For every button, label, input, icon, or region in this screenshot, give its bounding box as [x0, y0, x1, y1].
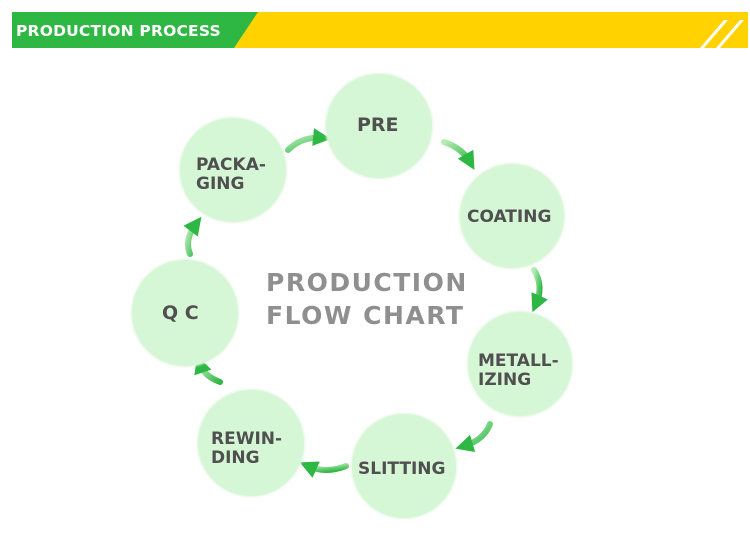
arrow-qc-to-packaging [183, 216, 202, 257]
node-metallizing-label-1: METALL- [478, 351, 559, 371]
node-packaging: PACKA- GING [180, 118, 286, 222]
section-header: PRODUCTION PROCESS [12, 12, 748, 48]
node-slitting: SLITTING [352, 414, 456, 518]
arrow-coating-to-metallizing [531, 267, 548, 313]
node-pre: PRE [326, 74, 432, 178]
flow-chart-title: PRODUCTION FLOW CHART [266, 266, 468, 332]
node-qc-label: Q C [162, 302, 199, 324]
node-rewinding: REWIN- DING [198, 390, 304, 496]
arrow-pre-to-coating [441, 139, 475, 170]
node-packaging-label-2: GING [196, 174, 245, 194]
node-rewinding-label-1: REWIN- [211, 429, 283, 449]
arrow-metallizing-to-slitting [455, 421, 493, 453]
arrow-rewinding-to-qc [194, 355, 223, 385]
node-metallizing: METALL- IZING [468, 312, 572, 416]
node-slitting-label: SLITTING [358, 459, 446, 479]
node-metallizing-label-2: IZING [478, 370, 532, 390]
node-qc: Q C [132, 260, 238, 366]
flow-chart-title-line-1: PRODUCTION [266, 268, 468, 297]
arrow-packaging-to-pre [285, 128, 331, 153]
arrow-slitting-to-rewinding [299, 461, 349, 478]
node-pre-label: PRE [357, 114, 399, 136]
flow-chart-title-line-2: FLOW CHART [266, 301, 465, 330]
node-rewinding-label-2: DING [211, 448, 260, 468]
node-coating-label: COATING [467, 207, 552, 227]
header-banner-shape [12, 12, 748, 48]
node-coating: COATING [460, 164, 564, 268]
node-packaging-label-1: PACKA- [196, 155, 266, 175]
section-title: PRODUCTION PROCESS [16, 22, 221, 40]
